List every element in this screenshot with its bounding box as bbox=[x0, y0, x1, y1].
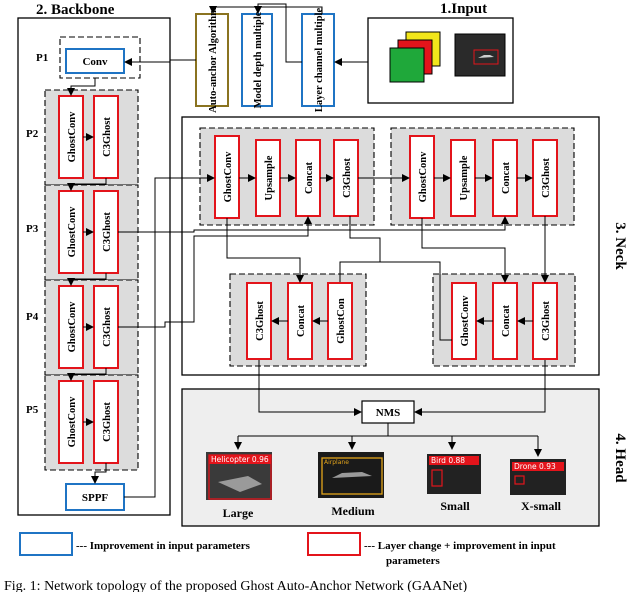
neck-upsample-1 bbox=[255, 139, 281, 217]
caption-xsmall: X-small bbox=[521, 499, 562, 513]
airplane-icon bbox=[478, 55, 494, 58]
conv-label: Conv bbox=[82, 56, 108, 68]
caption-medium: Medium bbox=[331, 504, 374, 518]
sppf-label: SPPF bbox=[82, 492, 109, 504]
neck-ghostconv-2-label: GhostConv bbox=[418, 151, 429, 203]
p2-ghostconv bbox=[58, 95, 84, 179]
sppf-block bbox=[65, 483, 125, 511]
neck-c3ghost-2-label: C3Ghost bbox=[541, 158, 552, 198]
caption-small: Small bbox=[440, 499, 470, 513]
det-drone: Drone 0.93 bbox=[514, 462, 556, 471]
legend-red-swatch bbox=[307, 532, 361, 556]
det-helicopter: Helicopter 0.96 bbox=[211, 455, 269, 464]
depth-label: Model depth multiple bbox=[253, 11, 264, 108]
auto-anchor-box bbox=[195, 13, 229, 107]
conv-block bbox=[65, 48, 125, 74]
channel-label: Layer channel multiple bbox=[314, 8, 325, 113]
figure-caption: Fig. 1: Network topology of the proposed… bbox=[4, 579, 467, 592]
p1-group bbox=[59, 36, 141, 79]
p3-ghostconv-label: GhostConv bbox=[67, 206, 78, 258]
p4-c3ghost-label: C3Ghost bbox=[102, 307, 113, 347]
p3-ghostconv bbox=[58, 190, 84, 274]
caption-large: Large bbox=[223, 506, 254, 520]
p3-c3ghost-label: C3Ghost bbox=[102, 212, 113, 252]
neck-c3ghost-3-label: C3Ghost bbox=[255, 301, 266, 341]
input-title: 1.Input bbox=[440, 1, 487, 17]
head-arrows bbox=[234, 360, 546, 457]
legend-blue-text: --- Improvement in input parameters bbox=[76, 540, 251, 552]
nms-label: NMS bbox=[376, 407, 400, 419]
det-airplane: Airplane bbox=[324, 459, 349, 466]
p4-label: P4 bbox=[26, 311, 39, 323]
thumb-medium: Airplane bbox=[318, 452, 384, 498]
neck-ghostconv-4-label: GhostConv bbox=[460, 295, 471, 347]
neck-concat-3-label: Concat bbox=[296, 304, 307, 337]
channel-green bbox=[389, 47, 425, 83]
p5-label: P5 bbox=[26, 404, 39, 416]
p2-c3ghost-label: C3Ghost bbox=[102, 117, 113, 157]
helicopter-icon bbox=[218, 476, 262, 492]
neck-c3ghost-1-label: C3Ghost bbox=[342, 158, 353, 198]
neck-concat-4-label: Concat bbox=[501, 304, 512, 337]
neck-concat-4 bbox=[492, 282, 518, 360]
p4-ghostconv-label: GhostConv bbox=[67, 301, 78, 353]
backbone-title: 2. Backbone bbox=[36, 2, 115, 18]
neck-concat-1-label: Concat bbox=[304, 161, 315, 194]
p3-label: P3 bbox=[26, 223, 39, 235]
thumb-large: Helicopter 0.96 bbox=[206, 452, 272, 500]
neck-title: 3. Neck bbox=[612, 222, 628, 270]
neck-upsample-2-label: Upsample bbox=[459, 155, 470, 200]
input-arrows bbox=[124, 3, 368, 66]
p2-label: P2 bbox=[26, 128, 39, 140]
neck-upsample-1-label: Upsample bbox=[264, 155, 275, 200]
auto-anchor-label: Auto-anchor Algorithm bbox=[208, 7, 219, 113]
p4-c3ghost bbox=[93, 285, 119, 369]
p5-ghostconv-label: GhostConv bbox=[67, 396, 78, 448]
neck-c3ghost-4-label: C3Ghost bbox=[541, 301, 552, 341]
airplane-thumb-icon bbox=[332, 472, 372, 478]
legend-blue-swatch bbox=[19, 532, 73, 556]
backbone-panel bbox=[17, 17, 171, 516]
input-bbox bbox=[473, 49, 499, 65]
neck-concat-2-label: Concat bbox=[501, 161, 512, 194]
p1-label: P1 bbox=[36, 52, 48, 64]
neck-panel bbox=[181, 116, 600, 376]
neck-ghostcon-3-label: GhostCon bbox=[336, 298, 347, 344]
input-image bbox=[454, 33, 506, 77]
thumb-xsmall: Drone 0.93 bbox=[510, 459, 566, 495]
legend-red-text-2: parameters bbox=[386, 555, 440, 567]
backbone-arrows bbox=[67, 78, 107, 484]
p5-c3ghost bbox=[93, 380, 119, 464]
neck-arrows bbox=[118, 174, 549, 498]
p5-c3ghost-label: C3Ghost bbox=[102, 402, 113, 442]
head-title: 4. Head bbox=[612, 433, 628, 483]
legend-red-text-1: --- Layer change + improvement in input bbox=[364, 540, 556, 552]
det-bird: Bird 0.88 bbox=[431, 456, 465, 465]
neck-c3ghost-2 bbox=[532, 139, 558, 217]
neck-ghostconv-1-label: GhostConv bbox=[223, 151, 234, 203]
neck-c3ghost-3 bbox=[246, 282, 272, 360]
depth-box bbox=[241, 13, 273, 107]
p2-ghostconv-label: GhostConv bbox=[67, 111, 78, 163]
thumb-small: Bird 0.88 bbox=[427, 454, 481, 494]
